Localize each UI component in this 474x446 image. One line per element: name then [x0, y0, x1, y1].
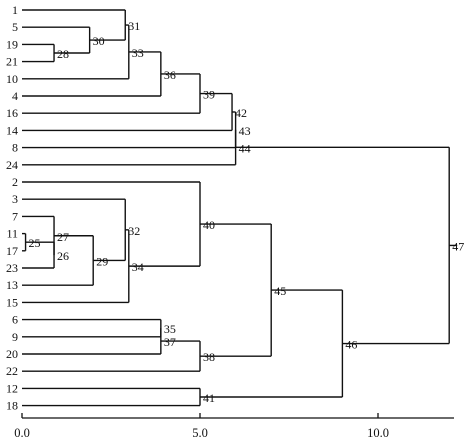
leaf-label: 22 — [6, 364, 18, 378]
merge-label: 35 — [164, 322, 176, 336]
x-axis-tick-label: 0.0 — [14, 426, 30, 440]
merge-label: 30 — [93, 34, 105, 48]
x-axis: 0.0 5.0 10.0 — [14, 413, 454, 440]
leaf-label: 24 — [6, 158, 18, 172]
x-axis-tick-label: 5.0 — [192, 426, 208, 440]
leaf-label: 11 — [6, 227, 18, 241]
leaf-label: 14 — [6, 123, 18, 137]
merge-label: 28 — [57, 47, 69, 61]
leaf-label: 15 — [6, 295, 18, 309]
leaf-label: 10 — [6, 72, 18, 86]
merge-label: 40 — [203, 218, 215, 232]
merge-label: 27 — [57, 230, 69, 244]
merge-label: 38 — [203, 350, 215, 364]
merge-label: 26 — [57, 249, 69, 263]
merge-label: 39 — [203, 88, 215, 102]
x-axis-tick-label: 10.0 — [367, 426, 389, 440]
leaf-label: 23 — [6, 261, 18, 275]
merge-label: 41 — [203, 391, 215, 405]
leaf-label: 4 — [12, 89, 18, 103]
leaf-label: 20 — [6, 347, 18, 361]
leaf-label: 6 — [12, 313, 18, 327]
leaf-label: 5 — [12, 20, 18, 34]
merge-label: 34 — [132, 260, 144, 274]
leaf-label: 12 — [6, 381, 18, 395]
merge-label: 37 — [164, 335, 176, 349]
leaf-label: 17 — [6, 244, 18, 258]
dendrogram-branches — [22, 9, 458, 407]
merge-label: 31 — [128, 19, 140, 33]
merge-labels: 25 26 27 28 30 29 31 32 33 34 35 36 37 38 39 40 41 42 43 44… — [29, 19, 465, 405]
merge-label: 36 — [164, 68, 176, 82]
leaf-label: 18 — [6, 399, 18, 413]
merge-label: 44 — [239, 141, 251, 155]
merge-label: 46 — [345, 338, 357, 352]
leaf-label: 13 — [6, 278, 18, 292]
merge-label: 43 — [239, 124, 251, 138]
leaf-label: 16 — [6, 106, 18, 120]
merge-label: 42 — [235, 106, 247, 120]
leaf-label: 8 — [12, 141, 18, 155]
leaf-label: 1 — [12, 3, 18, 17]
leaf-label: 9 — [12, 330, 18, 344]
merge-label: 47 — [452, 239, 464, 253]
leaf-label: 21 — [6, 55, 18, 69]
merge-label: 29 — [96, 254, 108, 268]
leaf-label: 2 — [12, 175, 18, 189]
merge-label: 45 — [274, 284, 286, 298]
merge-label: 32 — [128, 224, 140, 238]
merge-label: 25 — [29, 236, 41, 250]
leaf-label: 3 — [12, 192, 18, 206]
leaf-label: 19 — [6, 37, 18, 51]
leaf-label: 7 — [12, 209, 18, 223]
merge-label: 33 — [132, 46, 144, 60]
